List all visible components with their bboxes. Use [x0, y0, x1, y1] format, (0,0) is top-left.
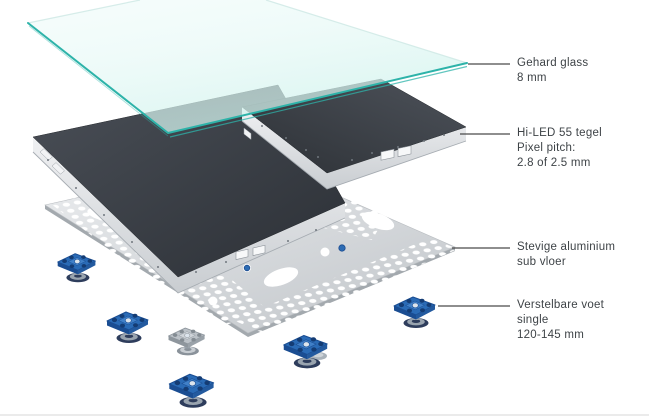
- annotation-line: sub vloer: [517, 256, 566, 268]
- adjustable-foot: [57, 253, 96, 283]
- annotation-led-tile: Hi-LED 55 tegel Pixel pitch: 2.8 of 2.5 …: [517, 126, 602, 171]
- adjustable-foot: [283, 334, 328, 369]
- annotation-tempered-glass: Gehard glass 8 mm: [517, 56, 588, 86]
- annotation-line: single: [517, 314, 549, 326]
- plate-bolt: [338, 244, 346, 252]
- adjustable-feet: [57, 253, 436, 409]
- annotation-line: 120-145 mm: [517, 329, 585, 341]
- adjustable-foot: [106, 311, 149, 344]
- annotation-line: Verstelbare voet: [517, 299, 605, 311]
- tempered-glass-panel: [27, 0, 468, 138]
- adjustable-foot: [393, 296, 436, 329]
- plate-bolt: [243, 264, 251, 272]
- annotation-sub-floor: Stevige aluminium sub vloer: [517, 240, 615, 270]
- annotation-adjustable-foot: Verstelbare voet single 120-145 mm: [517, 298, 604, 343]
- annotation-line: 2.8 of 2.5 mm: [517, 157, 591, 169]
- annotation-line: Pixel pitch:: [517, 142, 576, 154]
- adjustable-foot: [168, 373, 215, 409]
- annotation-line: Stevige aluminium: [517, 241, 616, 253]
- leader-lines: [438, 63, 510, 307]
- annotation-line: Gehard glass: [517, 57, 589, 69]
- bottom-divider: [0, 414, 649, 416]
- annotation-line: Hi-LED 55 tegel: [517, 127, 602, 139]
- adjustable-foot-gray: [168, 327, 206, 356]
- annotation-line: 8 mm: [517, 72, 547, 84]
